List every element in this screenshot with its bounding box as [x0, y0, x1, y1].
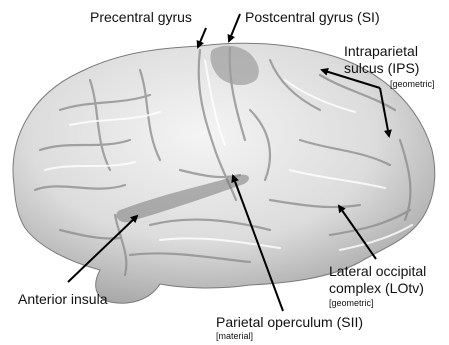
label-ips-line1: Intraparietal [344, 43, 418, 59]
label-anterior-insula: Anterior insula [18, 291, 108, 307]
label-lotv-line2: complex (LOtv) [329, 280, 424, 296]
arrow-precentral [198, 28, 206, 47]
label-lotv-note: [geometric] [329, 298, 374, 308]
label-parietal-operculum-note: [material] [216, 331, 253, 341]
arrow-postcentral [229, 14, 240, 41]
label-ips-note: [geometric] [390, 79, 435, 89]
label-ips-line2: sulcus (IPS) [344, 60, 419, 76]
label-parietal-operculum: Parietal operculum (SII) [216, 314, 363, 330]
label-lotv-line1: Lateral occipital [329, 263, 426, 279]
label-postcentral-gyrus: Postcentral gyrus (SI) [245, 9, 380, 25]
label-precentral-gyrus: Precentral gyrus [90, 9, 192, 25]
